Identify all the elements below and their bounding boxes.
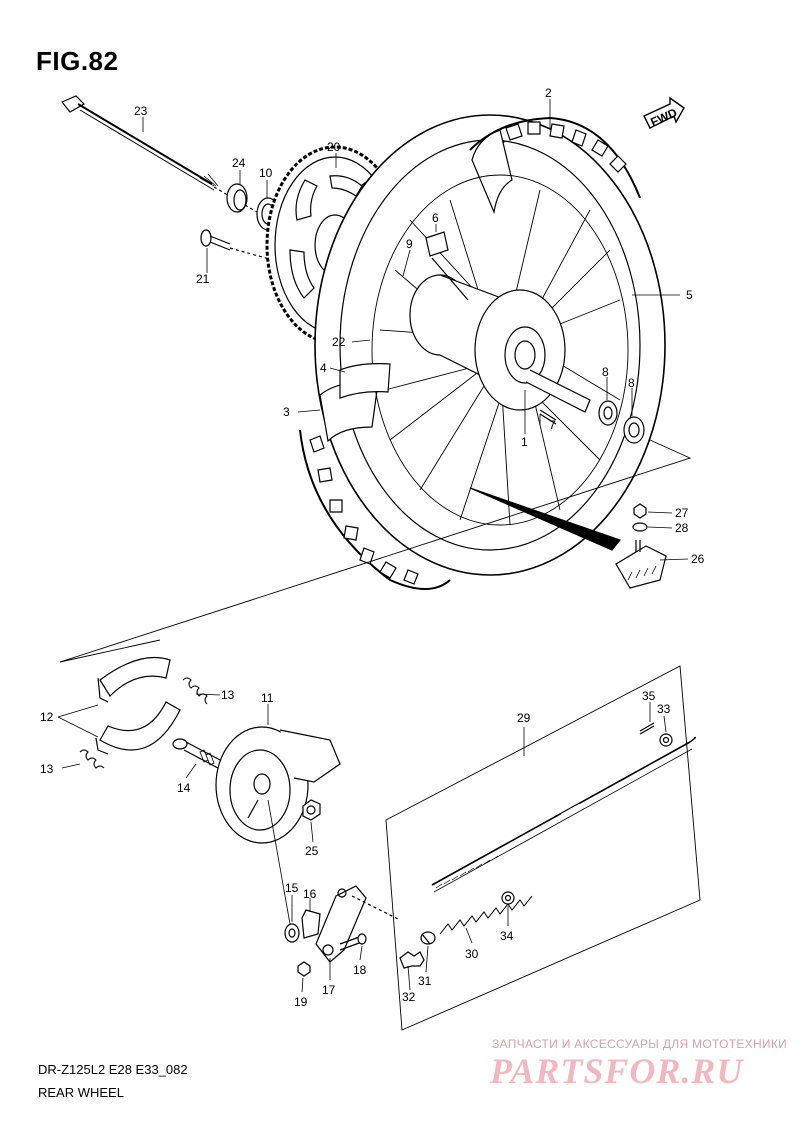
lever-nut-part-19 <box>297 961 311 977</box>
rod-joint-part-31 <box>420 931 436 945</box>
callout-20: 20 <box>327 140 341 154</box>
callout-27: 27 <box>675 506 689 520</box>
brake-shoe-spring-part-13a <box>182 677 208 705</box>
callout-15: 15 <box>285 881 299 895</box>
rear-axle-part-23 <box>61 95 263 216</box>
model-code: DR-Z125L2 E28 E33_082 <box>38 1062 188 1077</box>
brake-rod-part-29 <box>431 736 697 893</box>
callout-31: 31 <box>418 974 432 988</box>
cotter-pin-part-35 <box>639 722 655 735</box>
callout-32: 32 <box>402 990 416 1004</box>
figure-title: FIG.82 <box>36 46 119 76</box>
axle-collar-part-24 <box>226 183 248 213</box>
callout-28: 28 <box>675 521 689 535</box>
rim-lock-nut-part-27 <box>633 503 647 519</box>
callout-33: 33 <box>657 702 671 716</box>
callout-23: 23 <box>134 104 148 118</box>
callout-11: 11 <box>261 691 274 705</box>
callout-24: 24 <box>232 156 246 170</box>
rear-hub-part-1 <box>409 274 591 413</box>
brake-cam-part-14 <box>172 738 221 769</box>
callout-13a: 13 <box>221 688 235 702</box>
brake-rod-spring-part-30 <box>439 895 533 935</box>
callout-18: 18 <box>353 963 367 977</box>
callout-6: 6 <box>432 211 439 225</box>
callout-26: 26 <box>691 552 705 566</box>
callout-2: 2 <box>545 86 552 100</box>
brake-cam-lever-part-17 <box>315 885 367 963</box>
callout-34: 34 <box>500 929 514 943</box>
callout-19: 19 <box>294 995 308 1009</box>
fwd-label: FWD <box>648 105 679 129</box>
brake-panel-nut-part-25 <box>302 799 321 821</box>
callout-5: 5 <box>686 288 693 302</box>
watermark-tagline: ЗАПЧАСТИ И АКСЕССУАРЫ ДЛЯ МОТОТЕХНИКИ <box>492 1037 788 1051</box>
brake-panel-part-11 <box>215 726 341 844</box>
callout-8a: 8 <box>602 365 609 379</box>
wheel-bearing-part-8a <box>598 400 618 426</box>
callout-29: 29 <box>517 711 531 725</box>
callout-17: 17 <box>322 983 336 997</box>
callout-14: 14 <box>177 781 191 795</box>
rim-band-part-4 <box>339 363 391 399</box>
section-name: REAR WHEEL <box>38 1085 124 1100</box>
spring-washer-part-34 <box>501 891 515 905</box>
rim-lock-part-26 <box>615 540 667 589</box>
forward-direction-arrow <box>643 96 685 129</box>
rim-lock-location-pointer <box>469 487 621 551</box>
callout-22: 22 <box>332 335 346 349</box>
watermark-logo: PARTSFOR.RU <box>490 1051 744 1091</box>
callout-3: 3 <box>283 405 290 419</box>
callout-1: 1 <box>521 435 528 449</box>
callout-7: 7 <box>549 418 556 432</box>
adjusting-nut-part-32 <box>399 951 425 969</box>
brake-shoe-spring-part-13b <box>79 749 105 769</box>
leader-lines <box>57 99 689 993</box>
lever-bolt-part-18 <box>339 933 367 951</box>
callout-13b: 13 <box>40 762 54 776</box>
wheel-group-frame <box>59 439 692 663</box>
brake-shoe-set-part-12 <box>95 656 181 755</box>
indicator-plate-part-15 <box>284 923 300 943</box>
callout-16: 16 <box>303 887 317 901</box>
spoke-set-part-6 <box>425 231 469 301</box>
callout-35: 35 <box>642 689 656 703</box>
spoke-nipple-part-7 <box>539 409 557 425</box>
callout-25: 25 <box>305 844 319 858</box>
wheel-bearing-part-8b <box>623 416 645 444</box>
brake-rod-assembly-frame-part-29 <box>385 665 701 1031</box>
callout-labels: 1 2 3 4 5 6 7 8 8 9 10 11 12 13 13 14 15… <box>40 86 705 1009</box>
callout-21: 21 <box>196 272 210 286</box>
callout-8b: 8 <box>628 376 635 390</box>
callout-30: 30 <box>465 947 479 961</box>
brake-cam-lever-part-16 <box>301 909 321 939</box>
rod-washer-part-33 <box>659 733 673 747</box>
callout-10: 10 <box>259 166 273 180</box>
rim-lock-washer-part-28 <box>632 522 648 532</box>
callout-9: 9 <box>406 237 413 251</box>
callout-12: 12 <box>40 710 54 724</box>
callout-4: 4 <box>320 361 327 375</box>
